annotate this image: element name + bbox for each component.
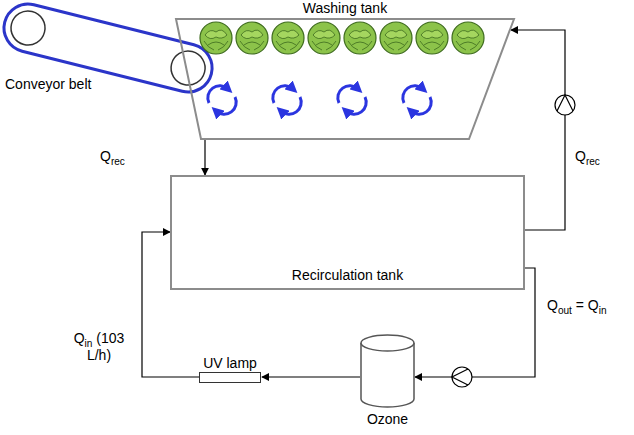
node-label: Washing tank <box>303 0 387 17</box>
lettuce-head <box>236 22 268 54</box>
pump-casing <box>555 95 575 115</box>
lettuce-vein <box>348 41 372 50</box>
flow-label: Qrec <box>98 148 127 165</box>
lettuce-outer <box>200 22 232 54</box>
flow-label: Qin (103 L/h) <box>62 330 136 364</box>
conveyor-belt <box>0 0 217 97</box>
lettuce-leaf <box>421 30 443 39</box>
lettuce-vein <box>276 41 300 50</box>
lettuce-row <box>200 22 484 54</box>
swirl-arc <box>411 97 431 114</box>
lettuce-leaf <box>457 30 479 39</box>
swirl-arrow <box>338 86 366 114</box>
flow-label: Qout = Qin <box>545 297 609 314</box>
swirl-arc <box>216 97 236 114</box>
lamp-tube <box>200 373 261 383</box>
belt-loop <box>0 0 217 97</box>
swirl-arrow <box>273 86 301 114</box>
lettuce-vein <box>240 41 264 50</box>
flow-pipe <box>511 30 565 230</box>
swirl-arc <box>281 97 301 114</box>
lettuce-outer <box>452 22 484 54</box>
node-label: Ozone <box>367 411 408 428</box>
lettuce-outer <box>272 22 304 54</box>
lettuce-head <box>200 22 232 54</box>
lettuce-outer <box>380 22 412 54</box>
lettuce-leaf <box>277 30 299 39</box>
lettuce-head <box>416 22 448 54</box>
lettuce-vein <box>312 41 336 50</box>
lettuce-vein <box>420 41 444 50</box>
swirl-arc <box>208 86 228 103</box>
water-swirls <box>208 86 431 114</box>
flow-label: Qrec <box>573 148 602 165</box>
belt-roller <box>7 7 48 48</box>
lettuce-head <box>380 22 412 54</box>
lettuce-outer <box>416 22 448 54</box>
lettuce-head <box>272 22 304 54</box>
lettuce-leaf <box>205 30 227 39</box>
cylinder-top <box>361 335 414 351</box>
cylinder-body <box>361 343 414 407</box>
lettuce-outer <box>236 22 268 54</box>
recirculation-tank: Recirculation tank <box>170 175 525 290</box>
lettuce-vein <box>384 41 408 50</box>
lettuce-leaf <box>313 30 335 39</box>
flow-pipe <box>204 140 205 175</box>
washing-tank: Washing tank <box>175 0 515 140</box>
pump-triangle <box>557 95 573 111</box>
lettuce-outer <box>344 22 376 54</box>
lettuce-leaf <box>241 30 263 39</box>
pump-symbol <box>555 95 575 115</box>
swirl-arc <box>273 86 293 103</box>
lettuce-outer <box>308 22 340 54</box>
pump-casing <box>452 367 472 387</box>
lettuce-vein <box>204 41 228 50</box>
belt-roller <box>167 47 208 88</box>
swirl-arrow <box>403 86 431 114</box>
node-label: Recirculation tank <box>292 267 403 284</box>
swirl-arrow <box>208 86 236 114</box>
tank-outline <box>171 176 524 289</box>
swirl-arc <box>338 86 358 103</box>
washing-tank-outline <box>175 0 515 140</box>
lettuce-leaf <box>349 30 371 39</box>
flow-pipe <box>262 376 360 377</box>
lettuce-head <box>308 22 340 54</box>
lettuce-leaf <box>385 30 407 39</box>
lettuce-head <box>452 22 484 54</box>
lettuce-head <box>344 22 376 54</box>
uv-lamp: UV lamp <box>199 355 261 385</box>
flow-pipe <box>415 268 535 377</box>
ozone-generator: Ozone <box>360 333 415 428</box>
swirl-arc <box>403 86 423 103</box>
pump-symbol <box>452 367 472 387</box>
pump-triangle <box>452 369 468 385</box>
tank-outline <box>176 19 514 139</box>
swirl-arc <box>346 97 366 114</box>
lettuce-vein <box>456 41 480 50</box>
part-label: Conveyor belt <box>3 76 93 93</box>
node-label: UV lamp <box>203 355 257 372</box>
